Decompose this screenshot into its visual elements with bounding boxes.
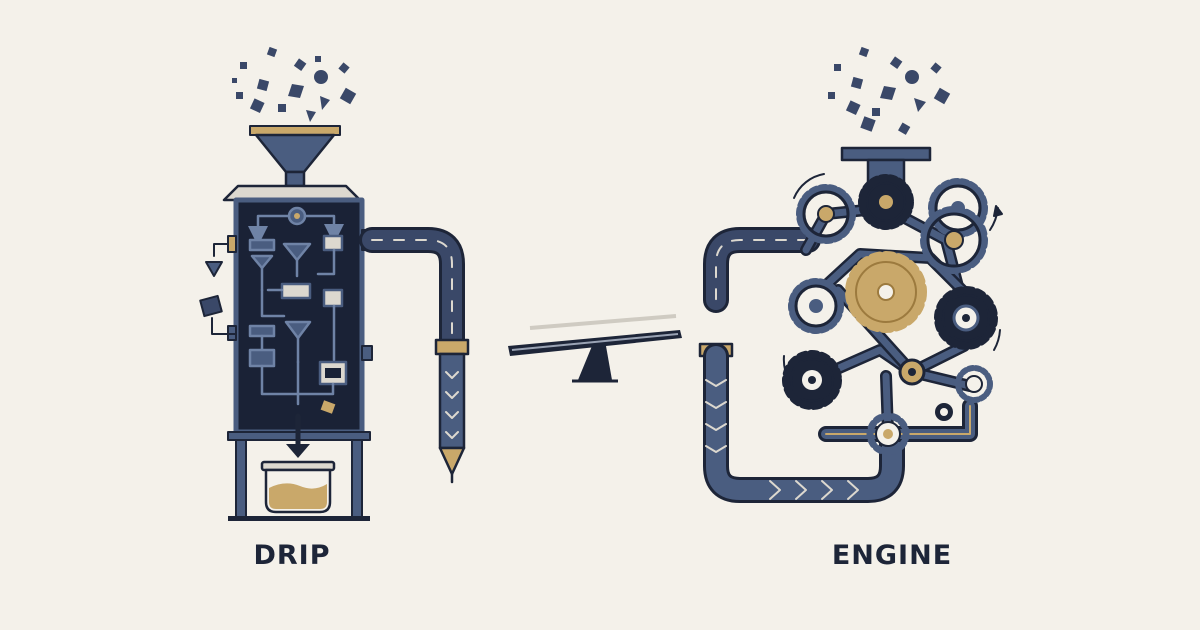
gears-icon [782,174,998,456]
drip-machine-icon [199,46,470,521]
funnel-icon [249,125,341,188]
gear-engine-icon [698,46,1003,503]
connector-icon [199,294,237,335]
falling-particles-left-icon [232,46,357,122]
label-drip: DRIP [253,540,331,571]
falling-particles-right-icon [828,46,951,135]
seesaw-balance-icon [508,314,682,383]
motion-arcs-icon [782,173,1003,383]
label-engine: ENGINE [831,540,953,571]
loop-pipe-icon [698,227,978,503]
internal-flow-icon [248,206,348,414]
bent-pipe-icon [359,227,470,484]
collection-beaker-icon [227,413,371,521]
